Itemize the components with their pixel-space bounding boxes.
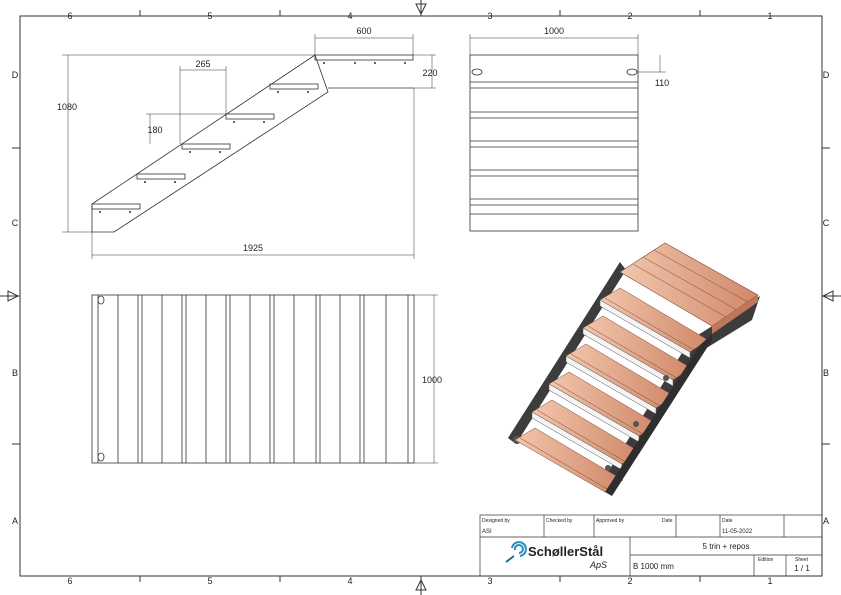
dim-side-width: 600 <box>356 26 371 36</box>
dim-front-offset: 110 <box>655 78 669 88</box>
front-view <box>469 34 666 232</box>
date-label-approved: Date <box>662 518 673 524</box>
date-label: Date <box>722 518 733 524</box>
dim-riser: 180 <box>147 125 162 135</box>
dim-total-height: 1080 <box>57 102 77 112</box>
side-treads <box>91 54 414 210</box>
drawing-title: 5 trin + repos <box>703 542 750 551</box>
company-name: SchøllerStål <box>528 544 603 559</box>
dim-side-height-right: 220 <box>422 68 437 78</box>
company-suffix: ApS <box>589 560 607 570</box>
title-block <box>479 514 823 577</box>
col-label-3-bottom: 3 <box>487 576 492 586</box>
company-logo: SchøllerStål ApS <box>505 541 607 570</box>
sheet-value: 1 / 1 <box>794 564 810 573</box>
checked-by-label: Checked by <box>546 518 573 524</box>
iso-treads <box>514 287 709 493</box>
col-label-5-bottom: 5 <box>207 576 212 586</box>
edition-label: Edition <box>758 557 774 563</box>
dim-top-width: 1000 <box>422 375 442 385</box>
isometric-view <box>508 242 760 496</box>
col-label-4: 4 <box>347 11 352 21</box>
dim-step-depth: 265 <box>195 59 210 69</box>
designed-by-value: ASI <box>482 529 492 535</box>
col-label-6-bottom: 6 <box>67 576 72 586</box>
row-label-a-right: A <box>823 516 829 526</box>
row-label-a: A <box>12 516 18 526</box>
iso-landing <box>619 242 759 334</box>
col-label-5: 5 <box>207 11 212 21</box>
row-label-c: C <box>12 218 19 228</box>
approved-by-label: Approved by <box>596 518 625 524</box>
col-label-2: 2 <box>627 11 632 21</box>
dim-front-width: 1000 <box>544 26 564 36</box>
col-label-1: 1 <box>767 11 772 21</box>
logo-spiral-icon <box>505 541 527 563</box>
side-view <box>62 34 436 259</box>
designed-by-label: Designed by <box>482 518 510 524</box>
col-label-6: 6 <box>67 11 72 21</box>
row-label-c-right: C <box>823 218 830 228</box>
col-label-4-bottom: 4 <box>347 576 352 586</box>
col-label-2-bottom: 2 <box>627 576 632 586</box>
row-label-d: D <box>12 70 19 80</box>
col-label-3: 3 <box>487 11 492 21</box>
drawing-subtitle: B 1000 mm <box>633 562 674 571</box>
dim-total-length: 1925 <box>243 243 263 253</box>
top-view <box>91 294 438 464</box>
date-value: 11-05-2022 <box>722 529 753 535</box>
row-label-b: B <box>12 368 18 378</box>
row-label-d-right: D <box>823 70 830 80</box>
row-label-b-right: B <box>823 368 829 378</box>
col-label-1-bottom: 1 <box>767 576 772 586</box>
sheet-label: Sheet <box>795 557 809 563</box>
